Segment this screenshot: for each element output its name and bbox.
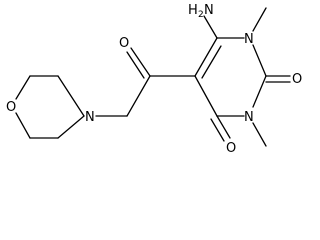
bond-c4-o xyxy=(216,115,231,139)
atom-ketone-oxygen: O xyxy=(119,36,129,51)
bond-c5-c6-inner xyxy=(201,45,222,79)
atom-amine-n: N xyxy=(204,3,214,18)
bond-c4-o-inner xyxy=(210,118,225,142)
atom-ring-nitrogen-1: N xyxy=(244,32,254,47)
atom-ring-nitrogen-3: N xyxy=(244,110,254,125)
atom-morpholine-nitrogen: N xyxy=(85,110,95,125)
bond-morph-4 xyxy=(57,115,85,139)
bond-n3-methyl xyxy=(252,122,267,147)
bond-ketone-2 xyxy=(126,51,145,79)
atom-carbonyl-oxygen-4: O xyxy=(226,141,236,155)
bond-ketone-1 xyxy=(130,47,151,77)
molecule-svg: O N O H 2 N N N O O xyxy=(6,3,302,155)
bond-c6-nh2 xyxy=(203,15,218,39)
bond-n1-methyl xyxy=(252,7,267,32)
atom-carbonyl-oxygen-2: O xyxy=(292,72,302,87)
bond-morph-6 xyxy=(15,112,31,139)
bond-morph-1 xyxy=(15,75,31,100)
bond-c5-c6 xyxy=(194,37,218,77)
bond-ch2-co xyxy=(126,75,151,117)
bond-morph-3 xyxy=(57,75,85,117)
structure-diagram: O N O H 2 N N N O O xyxy=(6,3,302,155)
atom-amine-subscript: 2 xyxy=(198,10,204,20)
atom-amine-group: H 2 N xyxy=(188,3,214,20)
bond-c4-c5 xyxy=(194,75,218,117)
atom-morpholine-oxygen: O xyxy=(6,100,16,115)
bond-n1-c2 xyxy=(252,44,267,77)
atom-amine-h: H xyxy=(188,3,198,18)
bond-c2-n3 xyxy=(252,75,267,108)
